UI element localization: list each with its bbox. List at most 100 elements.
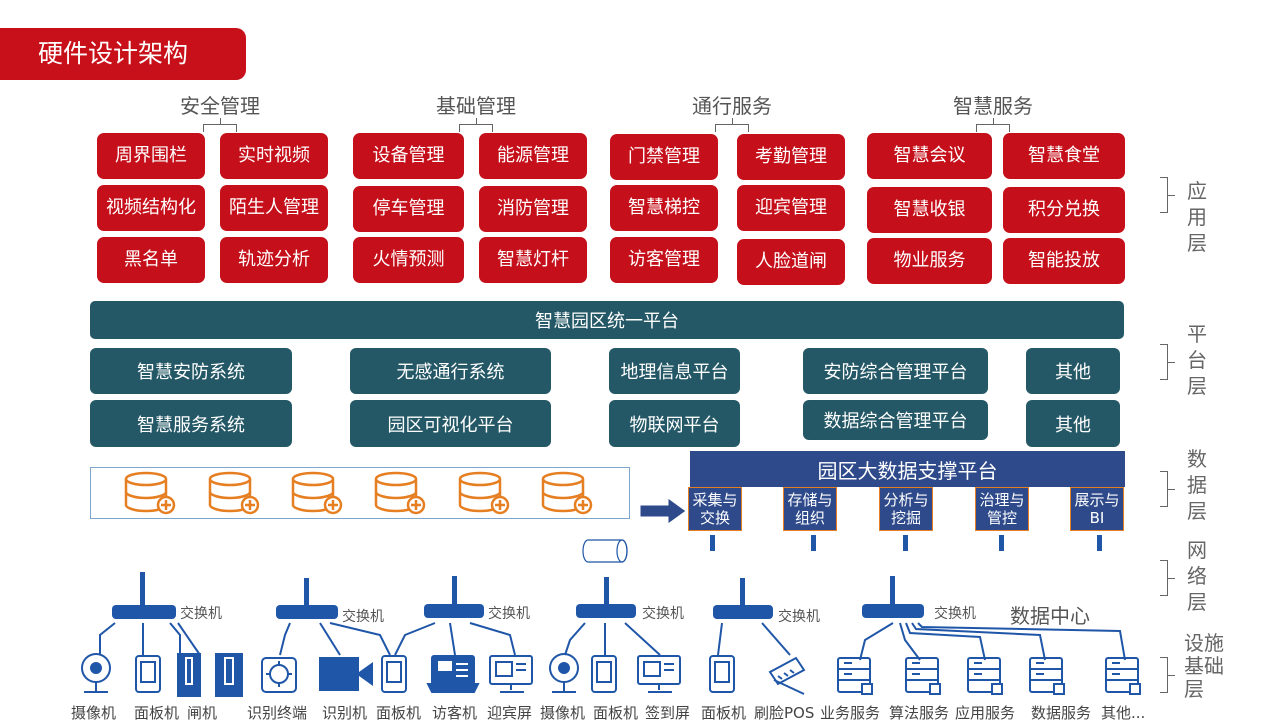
device-label: 面板机 [701, 704, 747, 722]
layer-label-platform: 平台层 [1187, 322, 1207, 398]
database-icon [208, 471, 260, 515]
switch-icon [276, 605, 338, 619]
app-box: 门禁管理 [610, 134, 718, 180]
layer-label-infra: 设施基础层 [1184, 631, 1224, 701]
app-box: 视频结构化 [97, 185, 205, 231]
connector [710, 535, 715, 551]
app-box: 智慧收银 [867, 187, 992, 233]
bigdata-sub: 采集与交换 [688, 487, 742, 531]
brace [459, 118, 493, 132]
visitor-machine-icon [426, 655, 480, 693]
device-label: 数据服务 [1031, 704, 1092, 722]
connector [903, 535, 908, 551]
category-security: 安全管理 [180, 94, 260, 118]
switch-pole [890, 576, 895, 606]
app-box: 消防管理 [479, 186, 587, 232]
app-box: 智慧梯控 [610, 185, 718, 231]
device-label: 闸机 [187, 704, 218, 722]
category-access: 通行服务 [692, 94, 772, 118]
app-box: 积分兑换 [1003, 187, 1125, 233]
connector [811, 535, 816, 551]
connector [1097, 535, 1102, 551]
device-label: 识别机 [322, 704, 368, 722]
switch-icon [576, 604, 636, 618]
switch-label: 交换机 [488, 606, 530, 622]
brace [1160, 560, 1175, 596]
platform-box: 数据综合管理平台 [803, 400, 988, 440]
brace [1160, 344, 1175, 380]
switch-pole [740, 578, 745, 608]
switch-label: 交换机 [642, 606, 684, 622]
switch-pole [604, 577, 609, 607]
switch-pole [452, 576, 457, 606]
app-box: 访客管理 [610, 237, 718, 283]
app-box: 黑名单 [97, 237, 205, 283]
network-lines [99, 622, 1126, 661]
device-label: 访客机 [432, 704, 478, 722]
platform-box: 其他 [1026, 348, 1120, 394]
database-icon [458, 471, 510, 515]
pos-icon [768, 656, 806, 695]
panel-icon [591, 655, 617, 693]
bigdata-sub: 治理与管控 [975, 487, 1029, 531]
app-box: 火情预测 [353, 237, 464, 283]
database-icon [374, 471, 426, 515]
app-box: 陌生人管理 [220, 185, 328, 231]
switch-pole [304, 578, 309, 608]
platform-box: 无感通行系统 [350, 348, 551, 394]
server-icon [837, 657, 873, 695]
brace [1160, 177, 1175, 213]
brace [1160, 657, 1175, 693]
platform-box: 地理信息平台 [609, 348, 740, 394]
device-label: 算法服务 [889, 704, 950, 722]
app-box: 设备管理 [353, 133, 464, 179]
device-icons [81, 653, 1141, 697]
layer-label-data: 数据层 [1187, 447, 1207, 523]
camera-icon [549, 653, 579, 693]
recognition-machine-icon [319, 657, 373, 691]
app-box: 智慧食堂 [1003, 133, 1125, 179]
device-label: 应用服务 [955, 704, 1016, 722]
recognition-terminal-icon [261, 657, 297, 693]
app-box: 考勤管理 [737, 134, 845, 180]
switch-icon [424, 604, 484, 618]
signin-screen-icon [637, 655, 681, 693]
device-label: 面板机 [376, 704, 422, 722]
panel-icon [709, 655, 735, 693]
platform-box: 安防综合管理平台 [803, 348, 988, 394]
platform-box: 园区可视化平台 [350, 400, 551, 447]
database-icon [291, 471, 343, 515]
database-icon [124, 471, 176, 515]
device-label: 面板机 [593, 704, 639, 722]
device-label: 迎宾屏 [487, 704, 533, 722]
device-label: 面板机 [134, 704, 180, 722]
welcome-screen-icon [489, 655, 533, 693]
app-box: 实时视频 [220, 133, 328, 179]
platform-box: 智慧服务系统 [90, 400, 292, 447]
switch-label: 交换机 [934, 606, 976, 622]
platform-box: 其他 [1026, 400, 1120, 447]
bigdata-title: 园区大数据支撑平台 [690, 451, 1125, 487]
switch-label: 交换机 [778, 609, 820, 625]
app-box: 迎宾管理 [737, 185, 845, 231]
database-icons [124, 471, 593, 515]
device-label: 识别终端 [247, 704, 308, 722]
platform-banner: 智慧园区统一平台 [90, 301, 1124, 339]
app-box: 智慧灯杆 [479, 237, 587, 283]
database-strip [90, 467, 630, 519]
device-label: 刷脸POS [754, 704, 815, 722]
app-box: 物业服务 [867, 238, 992, 284]
app-box: 智能投放 [1003, 238, 1125, 284]
gate-icon [177, 653, 243, 697]
app-box: 停车管理 [353, 186, 464, 232]
bigdata-sub: 展示与BI [1070, 487, 1124, 531]
app-box: 智慧会议 [867, 133, 992, 179]
switch-icon [112, 605, 176, 619]
panel-icon [135, 655, 161, 693]
camera-icon [81, 653, 111, 693]
brace [976, 118, 1010, 132]
device-label: 签到屏 [645, 704, 691, 722]
arrow-right-icon [639, 497, 687, 525]
brace [715, 118, 749, 132]
app-box: 能源管理 [479, 133, 587, 179]
